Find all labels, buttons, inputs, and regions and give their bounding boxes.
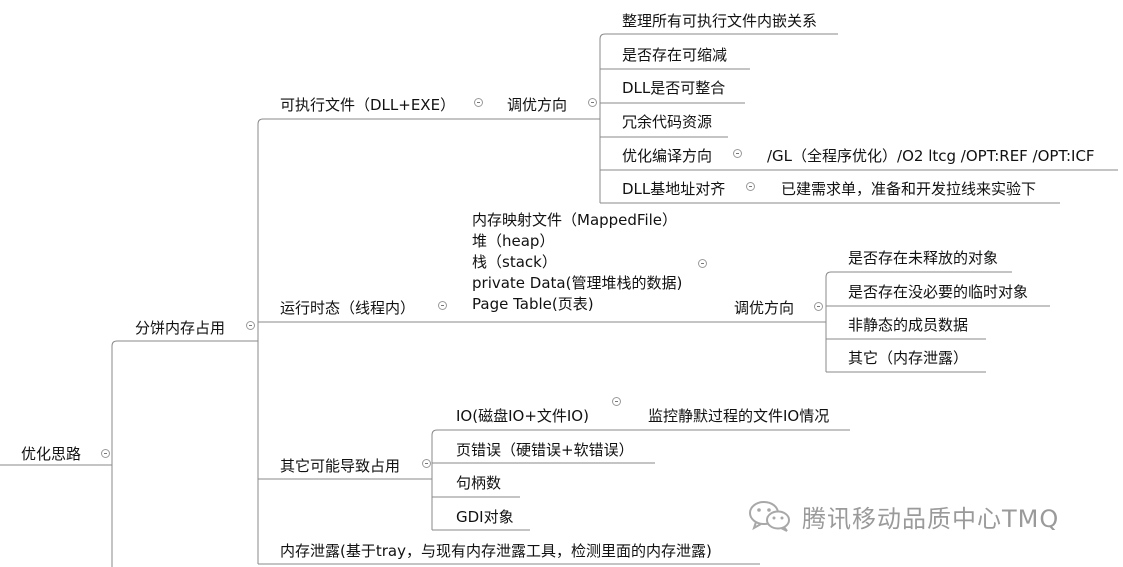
collapse-icon[interactable]	[612, 397, 621, 406]
collapse-icon[interactable]	[746, 182, 755, 191]
exe-item-node[interactable]: DLL基地址对齐	[622, 180, 726, 198]
exe-item-node[interactable]: 是否存在可缩减	[622, 46, 728, 64]
wechat-icon	[748, 499, 792, 533]
collapse-icon[interactable]	[101, 449, 110, 458]
root-node[interactable]: 优化思路	[21, 445, 82, 463]
runtime-item-node[interactable]: 非静态的成员数据	[848, 316, 969, 334]
base-detail-node[interactable]: 已建需求单，准备和开发拉线来实验下	[781, 180, 1037, 198]
other-item-node[interactable]: GDI对象	[456, 508, 514, 526]
exe-item-node[interactable]: 冗余代码资源	[622, 113, 713, 131]
watermark-text: 腾讯移动品质中心TMQ	[802, 504, 1060, 533]
other-item-node[interactable]: 句柄数	[456, 474, 502, 492]
watermark: 腾讯移动品质中心TMQ	[748, 496, 1059, 536]
collapse-icon[interactable]	[246, 321, 255, 330]
collapse-icon[interactable]	[698, 259, 707, 268]
runtime-item-node[interactable]: 是否存在没必要的临时对象	[848, 283, 1029, 301]
other-item-node[interactable]: 页错误（硬错误+软错误）	[456, 441, 634, 459]
exe-item-node[interactable]: DLL是否可整合	[622, 79, 726, 97]
other-causes-node[interactable]: 其它可能导致占用	[280, 457, 401, 475]
compile-detail-node[interactable]: /GL（全程序优化）/O2 ltcg /OPT:REF /OPT:ICF	[767, 147, 1095, 165]
exe-item-node[interactable]: 优化编译方向	[622, 147, 713, 165]
runtime-tuning-node[interactable]: 调优方向	[734, 299, 795, 317]
exe-tuning-node[interactable]: 调优方向	[507, 96, 568, 114]
runtime-item-node[interactable]: 是否存在未释放的对象	[848, 249, 999, 267]
exe-item-node[interactable]: 整理所有可执行文件内嵌关系	[622, 12, 818, 30]
runtime-item-node[interactable]: 其它（内存泄露）	[848, 349, 969, 367]
collapse-icon[interactable]	[588, 98, 597, 107]
memory-usage-node[interactable]: 分饼内存占用	[135, 319, 226, 337]
io-detail-node[interactable]: 监控静默过程的文件IO情况	[648, 407, 830, 425]
collapse-icon[interactable]	[474, 98, 483, 107]
collapse-icon[interactable]	[438, 301, 447, 310]
runtime-node[interactable]: 运行时态（线程内）	[280, 299, 416, 317]
collapse-icon[interactable]	[814, 302, 823, 311]
runtime-components-node[interactable]: 内存映射文件（MappedFile） 堆（heap） 栈（stack） priv…	[472, 211, 683, 313]
collapse-icon[interactable]	[733, 149, 742, 158]
memory-leak-node[interactable]: 内存泄露(基于tray，与现有内存泄露工具，检测里面的内存泄露)	[280, 542, 712, 560]
collapse-icon[interactable]	[422, 459, 431, 468]
executable-node[interactable]: 可执行文件（DLL+EXE）	[280, 96, 456, 114]
io-node[interactable]: IO(磁盘IO+文件IO)	[456, 407, 589, 425]
